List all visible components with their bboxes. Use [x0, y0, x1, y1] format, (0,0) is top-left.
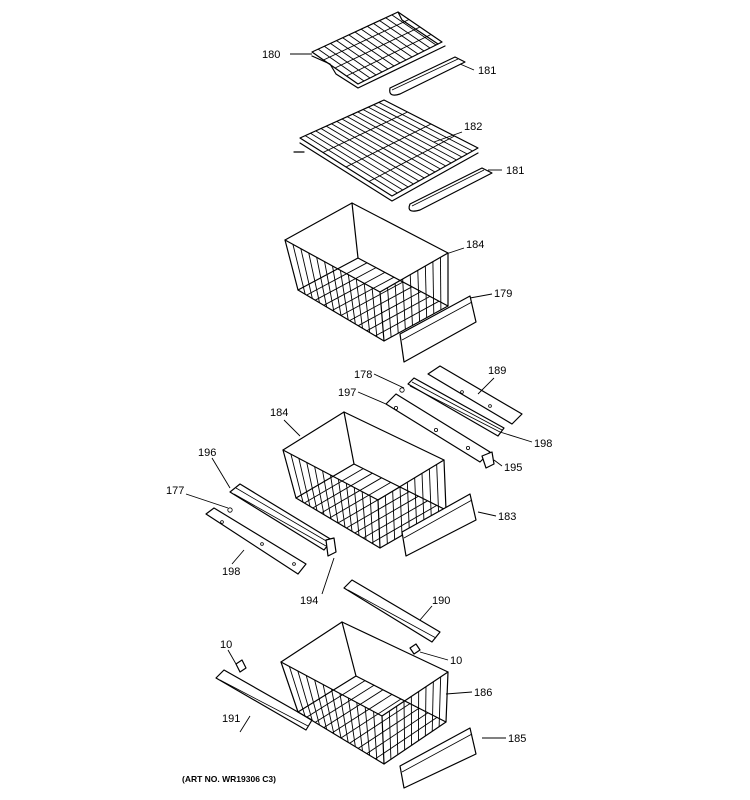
callout-191: 191	[222, 713, 240, 725]
rail-clip-194	[325, 537, 337, 557]
callout-10-right: 10	[450, 655, 462, 667]
basket-front-183	[401, 493, 477, 557]
rail-cover-190	[343, 579, 441, 643]
rail-bracket-197	[385, 393, 491, 463]
callout-195: 195	[504, 462, 522, 474]
callout-179: 179	[494, 288, 512, 300]
callout-labels: 180 181 182 181 184 179 178 189 197 198 …	[166, 49, 552, 745]
callout-184-middle: 184	[270, 407, 288, 419]
callout-178: 178	[354, 369, 372, 381]
callout-196: 196	[198, 447, 216, 459]
rail-cover-189	[427, 365, 523, 425]
callout-177: 177	[166, 485, 184, 497]
callout-183: 183	[498, 511, 516, 523]
rail-bracket-198-left	[205, 507, 307, 575]
slide-rail-196	[229, 483, 333, 551]
callout-198-left: 198	[222, 566, 240, 578]
wire-shelf-180	[311, 11, 446, 89]
callout-190: 190	[432, 595, 450, 607]
callout-197: 197	[338, 387, 356, 399]
wire-shelf-182	[293, 99, 479, 211]
wire-basket-184-upper	[284, 202, 449, 342]
slide-rail-198-right	[407, 377, 505, 437]
callout-194: 194	[300, 595, 318, 607]
shelf-trim-181-lower	[408, 167, 493, 212]
callout-184-upper: 184	[466, 239, 484, 251]
screw-10-right	[409, 643, 421, 655]
wire-basket-186	[280, 621, 449, 765]
screw-10-left	[235, 659, 247, 673]
callout-198-right: 198	[534, 438, 552, 450]
callout-185: 185	[508, 733, 526, 745]
callout-181-lower: 181	[506, 165, 524, 177]
callout-189: 189	[488, 365, 506, 377]
basket-front-185	[399, 727, 477, 789]
callout-10-left: 10	[220, 639, 232, 651]
leader-lines	[185, 53, 533, 739]
screw-178	[399, 387, 405, 393]
art-number: (ART NO. WR19306 C3)	[182, 774, 276, 784]
screw-177	[227, 507, 233, 513]
basket-front-179	[399, 295, 477, 363]
shelf-trim-181-upper	[389, 56, 466, 96]
callout-186: 186	[474, 687, 492, 699]
rail-clip-195	[481, 451, 495, 469]
callout-182: 182	[464, 121, 482, 133]
callout-181-upper: 181	[478, 65, 496, 77]
callout-180: 180	[262, 49, 280, 61]
